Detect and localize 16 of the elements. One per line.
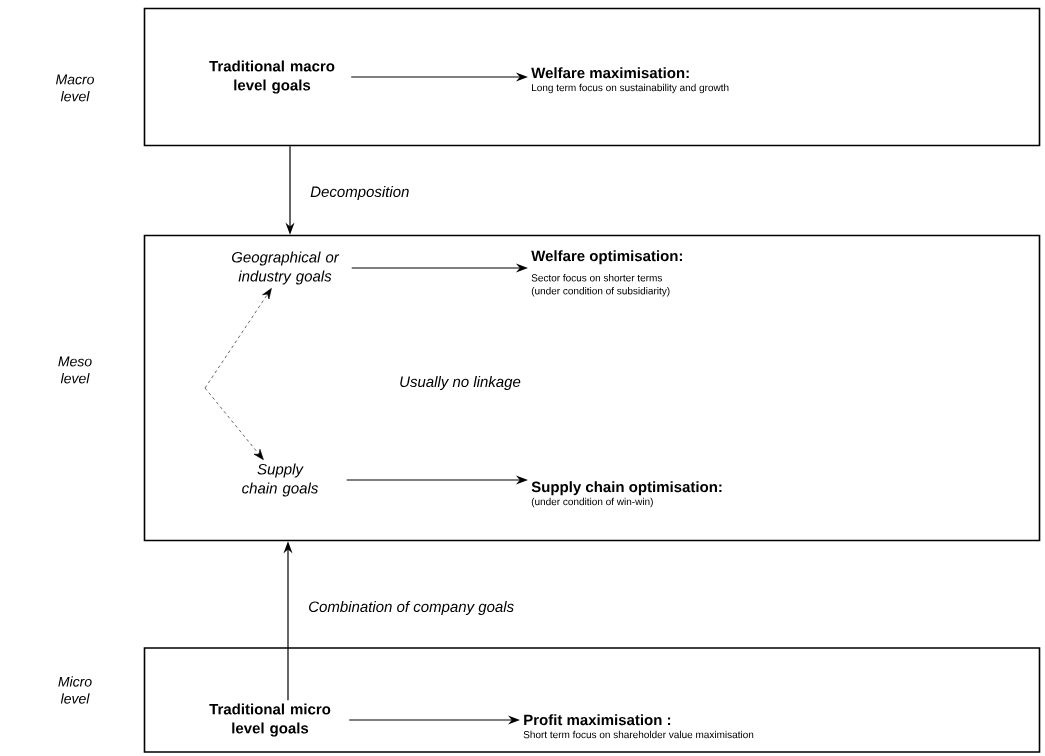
node-label: Micro level	[58, 676, 92, 704]
arrow	[204, 288, 272, 389]
note-text: Usually no linkage	[400, 376, 521, 390]
goal-text: Supply chain optimisation: (under condition of win-win)	[531, 481, 722, 508]
goal-label: Supply chain goals	[242, 463, 318, 497]
goal-text: Welfare optimisation: Sector focus on shorter terms (under condition of subsidiarity)	[531, 250, 682, 297]
edge-label: Decomposition	[308, 184, 412, 202]
edge-label: Combination of company goals	[306, 599, 517, 617]
goal-text: Profit maximisation : Short term focus on shareholder value maximisation	[523, 714, 754, 739]
arrow	[204, 387, 264, 460]
goal-label: Traditional macro level goals	[209, 60, 335, 94]
node-label: Meso level	[58, 356, 92, 384]
goal-text: Welfare maximisation: Long term focus on sustainability and growth	[531, 67, 729, 94]
node-label: Macro level	[55, 74, 94, 102]
goal-label: Traditional micro level goals	[209, 703, 331, 737]
goal-label: Geographical or industry goals	[231, 251, 340, 285]
